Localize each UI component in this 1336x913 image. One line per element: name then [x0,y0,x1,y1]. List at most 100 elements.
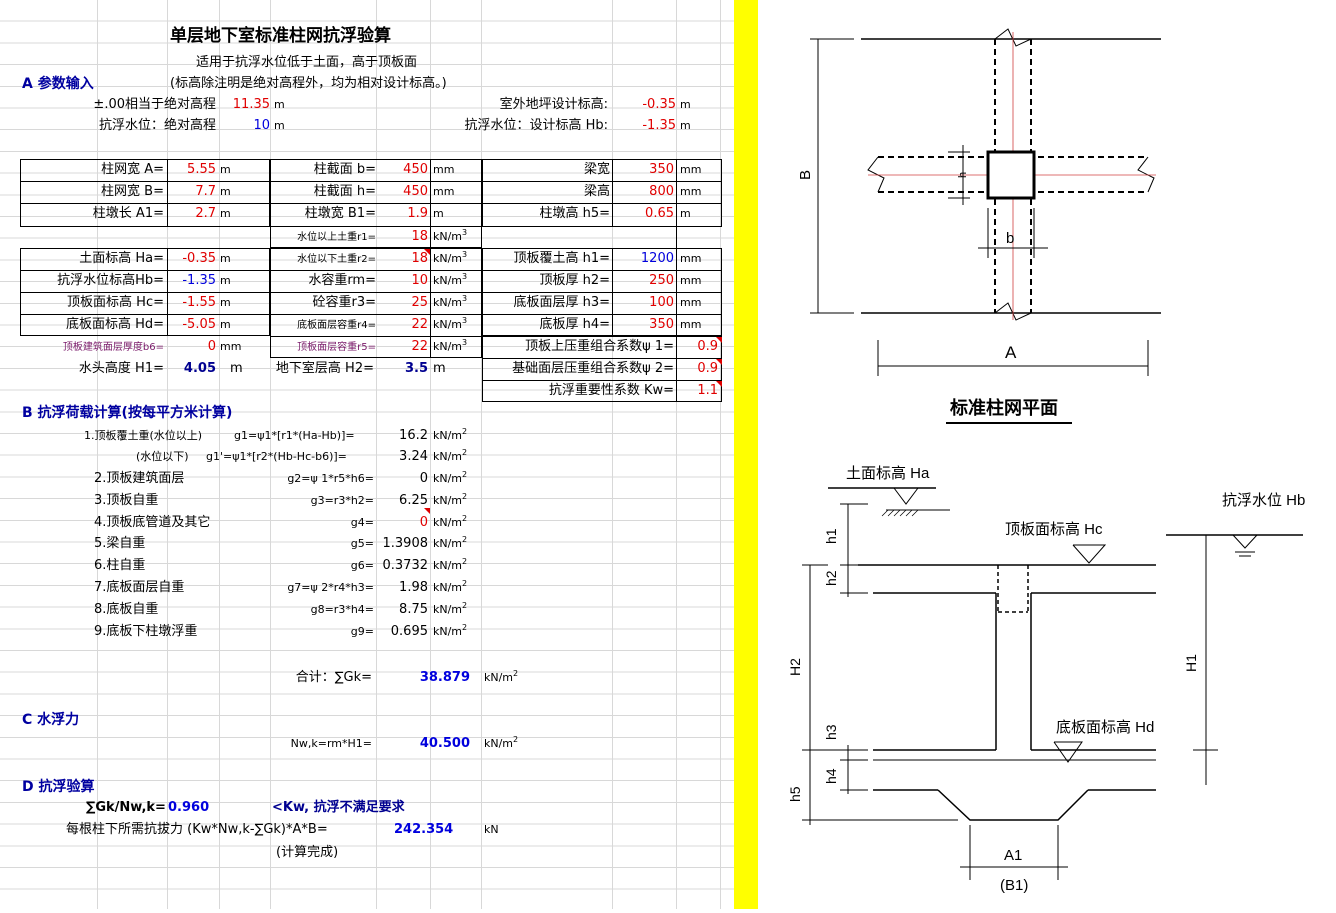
value-h[interactable]: 450 [403,184,428,199]
value-h5[interactable]: 0.65 [645,206,674,221]
dim-h5: h5 [787,786,803,802]
param-box-5 [270,248,482,358]
load-value: 0.3732 [382,558,429,573]
load-value: 6.25 [399,493,428,508]
unit-r5: kN/m3 [433,338,468,354]
pull-value: 242.354 [394,822,454,837]
label-r1: 水位以上土重r1= [297,232,376,243]
value-r5[interactable]: 22 [411,339,428,354]
water-abs-value[interactable]: 10 [253,118,270,133]
dim-B1: (B1) [1000,877,1028,894]
load-value[interactable]: 0 [419,515,428,530]
plan-label-A: A [1005,343,1017,362]
unit-r2: kN/m3 [433,250,468,266]
water-level-label: 抗浮水位 Hb [1222,492,1305,509]
label-H2: 地下室层高 H2= [275,361,374,376]
value-b[interactable]: 450 [403,162,428,177]
label-Ha: 土面标高 Ha= [79,251,164,266]
label-A: 柱网宽 A= [101,162,164,177]
label-h2: 顶板厚 h2= [539,273,610,288]
label-b6: 顶板建筑面层厚度b6= [62,342,164,353]
value-A1[interactable]: 2.7 [195,206,216,221]
load-value: 1.3908 [382,536,429,551]
param-box-3 [482,159,722,227]
section-c-title: C 水浮力 [22,712,80,728]
label-h5: 柱墩高 h5= [539,206,610,221]
load-unit: kN/m2 [433,579,468,595]
value-r3[interactable]: 25 [411,295,428,310]
load-name: 2.顶板建筑面层 [94,471,185,486]
load-formula: g1=ψ1*[r1*(Ha-Hb)]= [234,429,355,442]
value-B[interactable]: 7.7 [195,184,216,199]
value-h4[interactable]: 350 [649,317,674,332]
water-design-unit: m [680,119,691,132]
ground-elev-value[interactable]: -0.35 [642,97,676,112]
unit-beam-h: mm [680,185,702,198]
load-unit: kN/m2 [433,557,468,573]
value-Ha[interactable]: -0.35 [182,251,216,266]
load-unit: kN/m2 [433,601,468,617]
load-value: 0.695 [390,624,428,639]
load-unit: kN/m2 [433,492,468,508]
label-b: 柱截面 b= [313,162,376,177]
unit-rm: kN/m3 [433,272,468,288]
label-Hd: 底板面标高 Hd= [65,317,164,332]
value-r4[interactable]: 22 [411,317,428,332]
unit-Hc: m [220,296,231,309]
unit-h3: mm [680,296,702,309]
plan-label-B: B [797,170,814,180]
water-abs-label: 抗浮水位：绝对高程 [98,118,216,133]
unit-Hd: m [220,318,231,331]
value-Hb[interactable]: -1.35 [182,273,216,288]
value-kw[interactable]: 1.1 [697,383,718,398]
value-b6[interactable]: 0 [207,339,216,354]
label-Hc: 顶板面标高 Hc= [67,295,164,310]
value-psi1[interactable]: 0.9 [697,339,718,354]
unit-A: m [220,163,231,176]
value-r1[interactable]: 18 [411,229,428,244]
plan-label-b: b [1006,230,1014,247]
spreadsheet[interactable]: 单层地下室标准柱网抗浮验算 适用于抗浮水位低于土面，高于顶板面 A 参数输入 (… [0,0,734,909]
value-A[interactable]: 5.55 [187,162,216,177]
bottom-slab-label: 底板面标高 Hd [1056,718,1154,736]
top-slab-label: 顶板面标高 Hc [1005,520,1103,538]
param-box-r1 [270,226,482,248]
label-H1: 水头高度 H1= [78,361,164,376]
label-r5: 顶板面层容重r5= [297,342,376,353]
load-unit: kN/m2 [433,427,468,443]
value-Hc[interactable]: -1.55 [182,295,216,310]
abs-elev-value[interactable]: 11.35 [232,97,270,112]
subtitle-2: (标高除注明是绝对高程外，均为相对设计标高。) [170,76,447,91]
subtitle-1: 适用于抗浮水位低于土面，高于顶板面 [196,55,418,70]
label-A1: 柱墩长 A1= [92,206,164,221]
label-h3: 底板面层厚 h3= [513,295,610,310]
value-psi2[interactable]: 0.9 [697,361,718,376]
unit-H1: m [230,361,243,376]
value-h2[interactable]: 250 [649,273,674,288]
ratio-value: 0.960 [168,800,210,815]
value-beam-w[interactable]: 350 [649,162,674,177]
unit-r1: kN/m3 [433,228,468,244]
value-rm[interactable]: 10 [411,273,428,288]
label-beam-h: 梁高 [583,184,610,199]
load-value: 8.75 [399,602,428,617]
value-beam-h[interactable]: 800 [649,184,674,199]
load-value: 0 [419,471,428,486]
ground-elev-label: 室外地坪设计标高: [499,97,608,112]
value-h1[interactable]: 1200 [640,251,674,266]
column-grid-plan [810,28,1161,424]
value-Hd[interactable]: -5.05 [182,317,216,332]
section-drawing [802,487,1303,880]
label-h1: 顶板覆土高 h1= [513,251,610,266]
value-B1[interactable]: 1.9 [407,206,428,221]
load-unit: kN/m2 [433,514,468,530]
load-formula: g1'=ψ1*[r2*(Hb-Hc-b6)]= [206,450,347,463]
load-name: 9.底板下柱墩浮重 [94,624,198,639]
value-h3[interactable]: 100 [649,295,674,310]
load-formula: g8=r3*h4= [310,603,374,616]
value-r2[interactable]: 18 [411,251,428,266]
load-unit: kN/m2 [433,535,468,551]
water-design-value[interactable]: -1.35 [642,118,676,133]
label-B1: 柱墩宽 B1= [304,206,376,221]
drawing-area: B b h A 标准柱网平面 [758,0,1336,909]
